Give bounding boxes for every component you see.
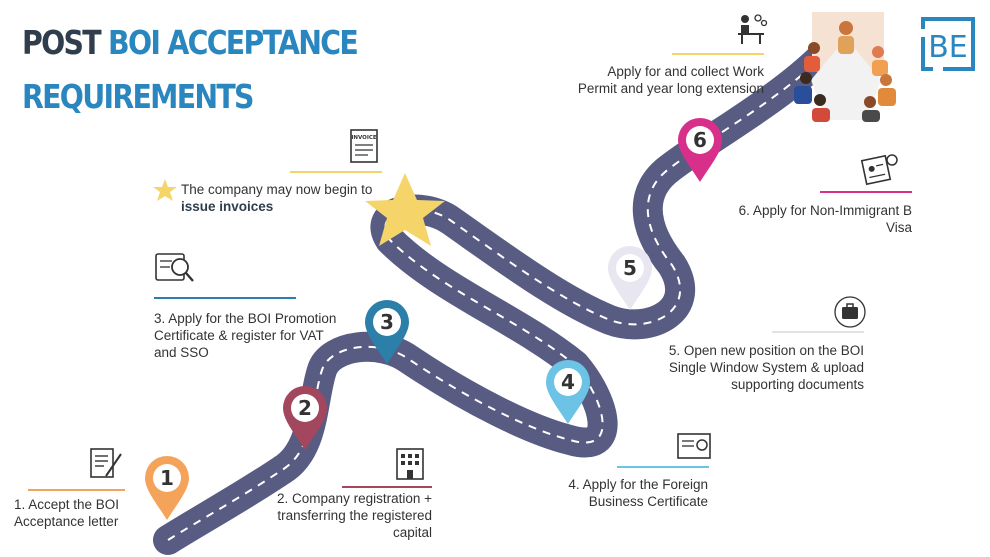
step-4-line-1: 4. Apply for the Foreign xyxy=(568,477,708,492)
step-4-rule xyxy=(617,466,709,468)
step-3-line-2: Certificate & register for VAT xyxy=(154,328,324,343)
work-permit-line-1: Apply for and collect Work xyxy=(607,64,764,79)
invoice-note: The company may now begin to issue invoi… xyxy=(181,181,372,215)
step-1-pin-center xyxy=(153,464,181,492)
brand-logo: BE xyxy=(919,15,977,73)
step-4-number: 4 xyxy=(561,370,575,394)
svg-text:INVOICE: INVOICE xyxy=(351,135,377,141)
step-5-line-1: 5. Open new position on the BOI xyxy=(668,343,864,358)
step-6-number: 6 xyxy=(693,128,707,152)
step-4-line-2: Business Certificate xyxy=(588,494,708,509)
invoice-line-2: issue invoices xyxy=(181,199,274,214)
step-1-line-1: 1. Accept the BOI xyxy=(14,497,120,512)
step-6-pin-center xyxy=(686,126,714,154)
step-2-marker: 2 xyxy=(283,386,327,450)
step-5-marker: 5 xyxy=(608,246,652,310)
logo-text: BE xyxy=(928,30,968,65)
page-subtitle: REQUIREMENTS xyxy=(22,77,254,116)
step-5-line-2: Single Window System & upload xyxy=(668,360,864,375)
step-6-line-1: 6. Apply for Non-Immigrant B xyxy=(738,203,912,218)
work-permit-rule xyxy=(672,53,764,55)
step-2-line-2: transferring the registered xyxy=(277,508,432,523)
step-2-label: 2. Company registration + transferring t… xyxy=(232,490,432,541)
step-3-pin-center xyxy=(373,308,401,336)
step-5-number: 5 xyxy=(623,256,637,280)
step-5-pin-center xyxy=(616,254,644,282)
step-1-marker: 1 xyxy=(145,455,189,520)
step-6-line-2: Visa xyxy=(885,220,912,235)
step-1-label: 1. Accept the BOI Acceptance letter xyxy=(14,496,119,530)
step-4-label: 4. Apply for the Foreign Business Certif… xyxy=(508,476,708,510)
work-permit-line-2: Permit and year long extension xyxy=(577,81,764,96)
title-part-post: POST xyxy=(22,23,102,62)
step-6-marker: 6 xyxy=(678,118,722,182)
step-2-rule xyxy=(342,486,432,488)
road-center-dashes xyxy=(167,37,841,541)
step-5-rule xyxy=(772,331,864,333)
small-star-icon xyxy=(153,179,177,201)
step-1-line-2: Acceptance letter xyxy=(14,514,119,529)
star-icon xyxy=(365,173,445,246)
step-4-pin-center xyxy=(554,368,582,396)
step-3-label: 3. Apply for the BOI Promotion Certifica… xyxy=(154,310,336,361)
step-2-pin-center xyxy=(291,394,319,422)
step-2-line-3: capital xyxy=(392,525,432,540)
step-3-line-3: and SSO xyxy=(154,345,209,360)
step-2-number: 2 xyxy=(298,396,312,420)
step-3-rule xyxy=(154,297,296,299)
invoice-rule xyxy=(290,171,382,173)
step-1-number: 1 xyxy=(160,466,174,490)
step-3-marker: 3 xyxy=(365,300,409,364)
work-permit-note: Apply for and collect Work Permit and ye… xyxy=(540,63,764,97)
step-6-label: 6. Apply for Non-Immigrant B Visa xyxy=(712,202,912,236)
road xyxy=(153,23,855,555)
step-2-line-1: 2. Company registration + xyxy=(277,491,432,506)
invoice-line-1: The company may now begin to xyxy=(181,182,373,197)
step-6-rule xyxy=(820,191,912,193)
title-part-boi: BOI ACCEPTANCE xyxy=(108,23,359,62)
step-1-rule xyxy=(28,489,125,491)
page-title: POST BOI ACCEPTANCE xyxy=(22,23,359,62)
step-5-label: 5. Open new position on the BOI Single W… xyxy=(624,342,864,393)
step-5-line-3: supporting documents xyxy=(731,377,864,392)
step-3-line-1: 3. Apply for the BOI Promotion xyxy=(154,311,337,326)
meeting-illustration xyxy=(794,12,896,122)
step-3-number: 3 xyxy=(380,310,394,334)
step-4-marker: 4 xyxy=(546,360,590,424)
